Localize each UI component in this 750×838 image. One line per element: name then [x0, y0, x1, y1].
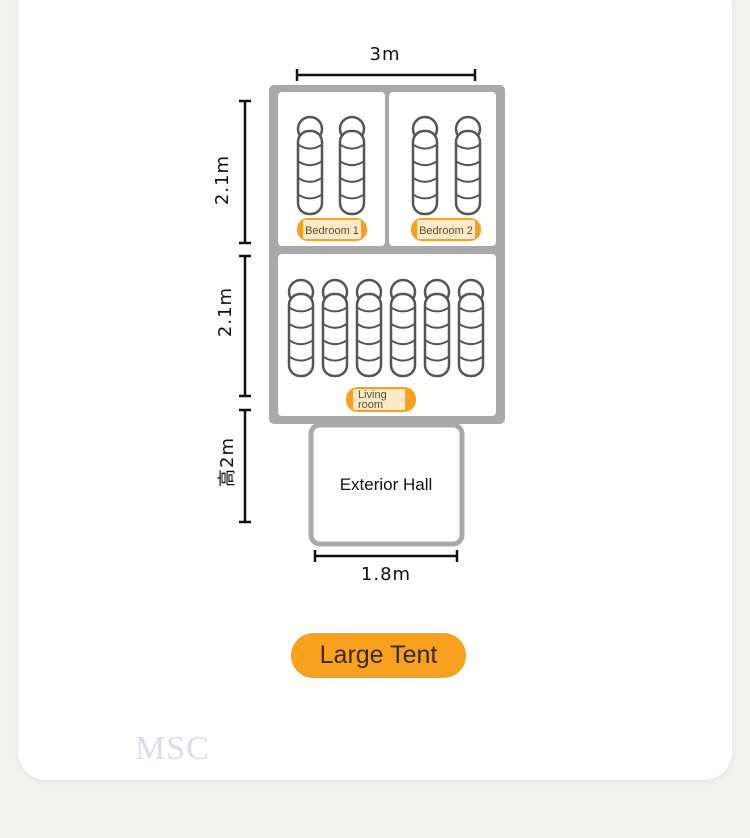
top-width-label: 3m [370, 44, 401, 65]
sleepers-bedroom-2 [411, 115, 482, 216]
upper-height-label: 2.1m [212, 155, 233, 205]
sleeping-bag-icon [338, 115, 366, 216]
sleepers-living-room [287, 278, 485, 378]
dimension-top-width: 3m [295, 44, 477, 81]
sleeping-bag-icon [287, 278, 315, 378]
sleeping-bag-icon [454, 115, 482, 216]
sleepers-bedroom-1 [296, 115, 366, 216]
middle-height-label: 2.1m [215, 287, 236, 337]
sleeping-bag-icon [321, 278, 349, 378]
room-bedroom-2: Bedroom 2 [389, 92, 496, 246]
sleeping-bag-icon [389, 278, 417, 378]
dimension-middle-height: 2.1m [215, 254, 251, 398]
room-bedroom-1: Bedroom 1 [278, 92, 385, 246]
sleeping-bag-icon [457, 278, 485, 378]
hall-width-label: 1.8m [361, 564, 411, 585]
sleeping-bag-icon [355, 278, 383, 378]
bedroom-1-label: Bedroom 1 [305, 225, 359, 237]
room-living: Living room [278, 254, 496, 416]
hall-height-label: 高2m [217, 437, 238, 487]
dimension-hall-width: 1.8m [313, 550, 459, 585]
dimension-hall-height: 高2m [217, 408, 251, 524]
large-tent-button[interactable]: Large Tent [291, 633, 466, 678]
msc-watermark: MSC [135, 730, 210, 767]
exterior-hall-label: Exterior Hall [340, 475, 433, 494]
room-exterior-hall: Exterior Hall [308, 422, 465, 547]
bedroom-2-label: Bedroom 2 [419, 225, 473, 237]
dimension-upper-height: 2.1m [212, 99, 251, 245]
living-room-label-line2: room [358, 399, 383, 411]
sleeping-bag-icon [296, 115, 324, 216]
sleeping-bag-icon [423, 278, 451, 378]
living-room-label-line1: Living [358, 389, 387, 401]
sleeping-bag-icon [411, 115, 439, 216]
